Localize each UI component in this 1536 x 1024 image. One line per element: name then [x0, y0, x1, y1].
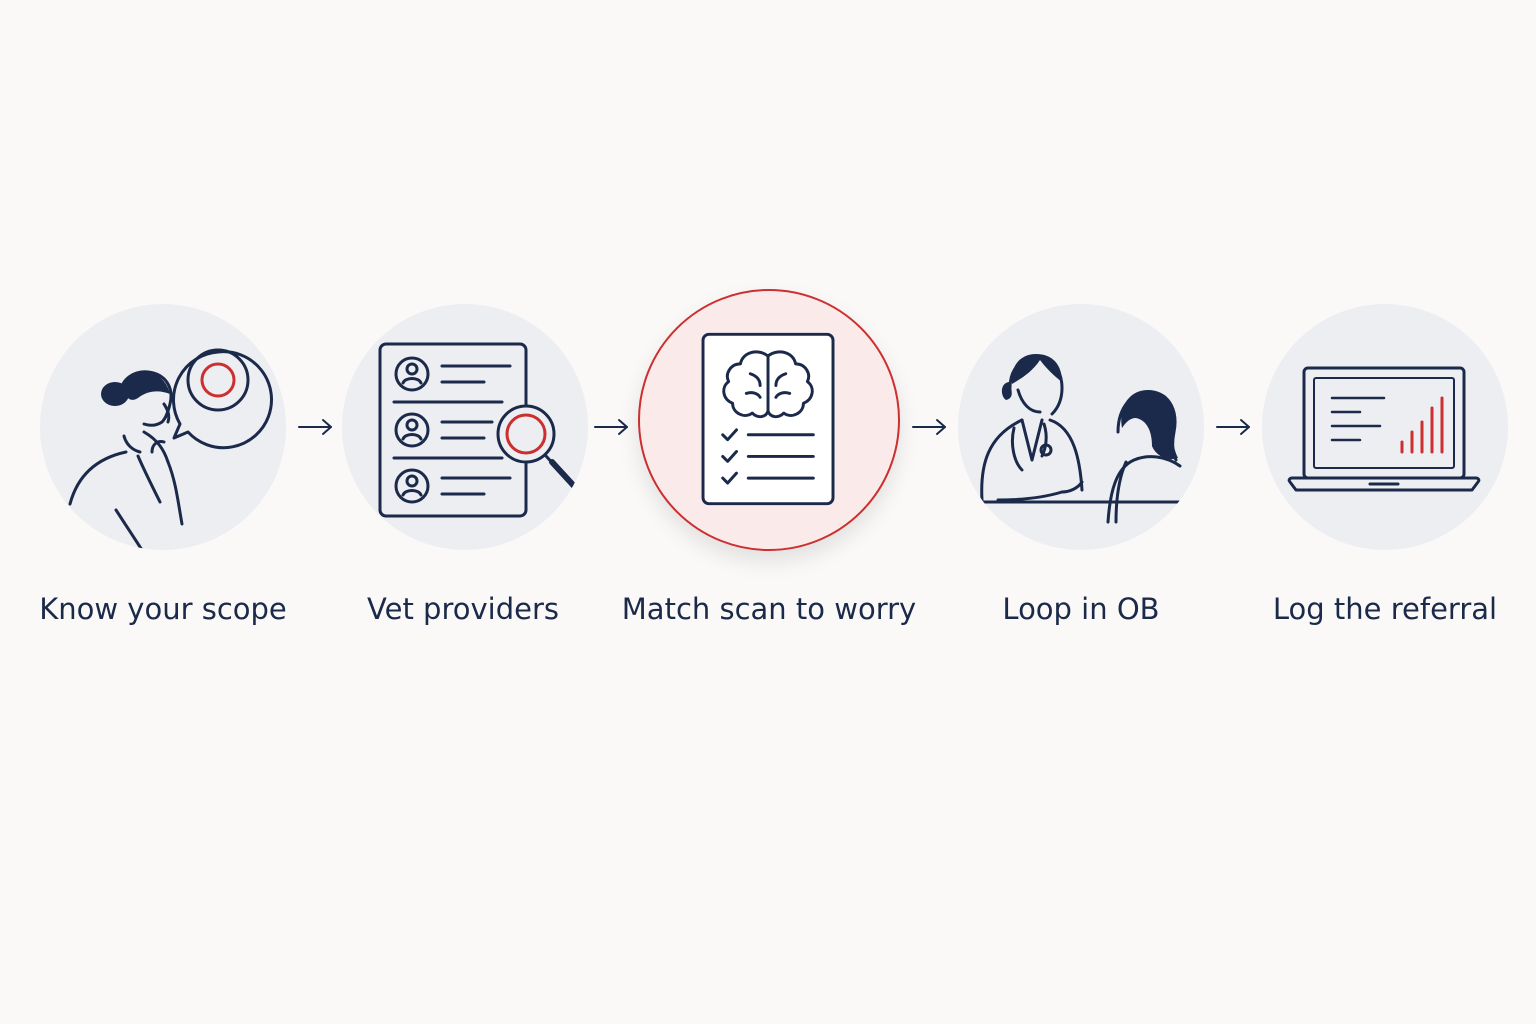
provider-list-magnifier-icon — [378, 342, 577, 518]
arrow-right-icon — [910, 415, 950, 439]
arrow-right-icon — [1214, 415, 1254, 439]
step-1-label: Know your scope — [39, 592, 287, 626]
step-2-label: Vet providers — [367, 592, 559, 626]
laptop-chart-icon — [1287, 366, 1481, 492]
step-5-circle — [1262, 304, 1508, 550]
step-2-circle — [342, 304, 588, 550]
brain-scan-checklist-icon — [701, 332, 835, 506]
step-4-label: Loop in OB — [1002, 592, 1160, 626]
step-1-circle — [40, 304, 286, 550]
step-4-circle — [958, 304, 1204, 550]
step-3-circle-highlighted — [638, 289, 900, 551]
step-5-label: Log the referral — [1272, 592, 1498, 626]
thinking-person-target-icon — [68, 348, 273, 550]
step-3-label: Match scan to worry — [621, 592, 917, 626]
arrow-right-icon — [296, 415, 336, 439]
arrow-right-icon — [592, 415, 632, 439]
doctor-patient-consult-icon — [970, 354, 1192, 524]
